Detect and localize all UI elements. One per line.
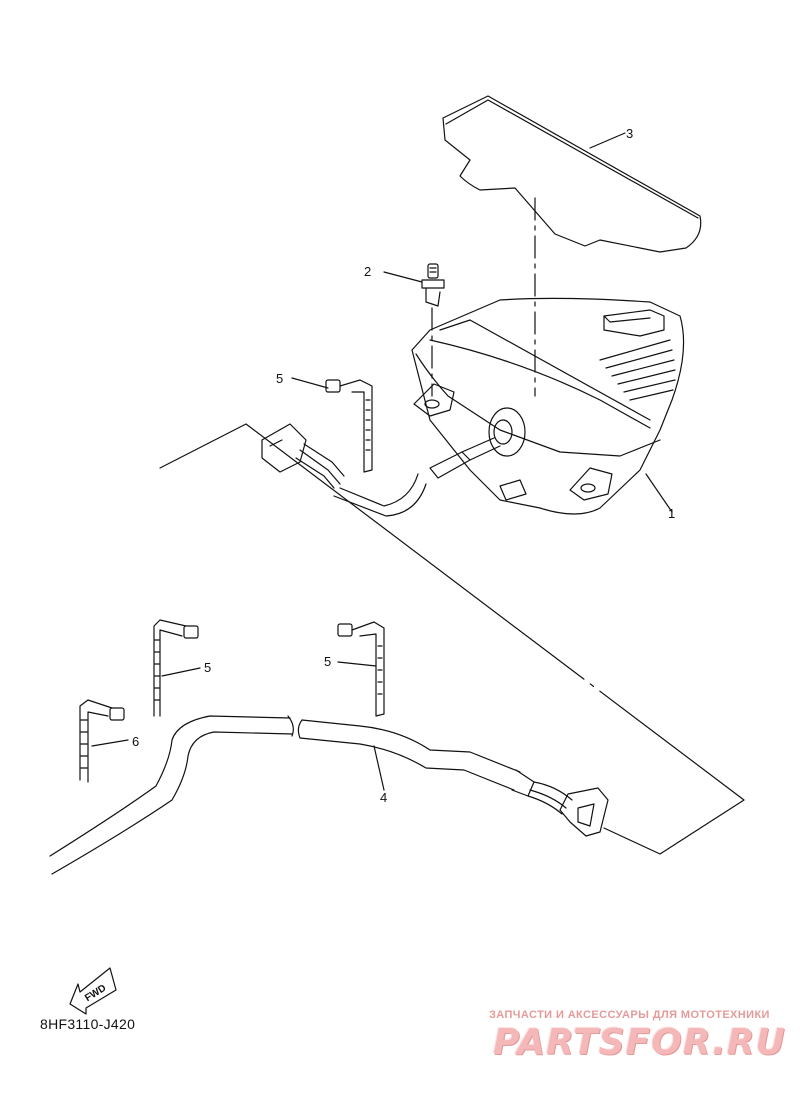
leader-5-left: [161, 667, 201, 677]
leader-5-upper: [291, 377, 329, 389]
callout-4: 4: [380, 790, 387, 805]
part-5-clip-left: [153, 619, 199, 717]
part-3-reflector-plate: [442, 95, 702, 253]
subassembly-frame: [159, 423, 745, 855]
lamp-lead-wire: [333, 451, 471, 517]
leader-3: [589, 132, 626, 149]
callout-6: 6: [132, 734, 139, 749]
watermark-tagline: ЗАПЧАСТИ И АКСЕССУАРЫ ДЛЯ МОТОТЕХНИКИ: [489, 1009, 770, 1021]
leader-5-right: [337, 661, 377, 667]
callout-5-upper: 5: [276, 371, 283, 386]
callout-3: 3: [626, 126, 633, 141]
part-5-clip-upper: [325, 379, 373, 473]
upper-connector: [261, 423, 345, 489]
lower-connector: [559, 787, 609, 837]
watermark-logo: PARTSFOR.RU: [493, 1022, 786, 1063]
callout-5-left: 5: [204, 660, 211, 675]
callout-5-right: 5: [324, 654, 331, 669]
leader-4: [373, 745, 385, 791]
callout-1: 1: [668, 506, 675, 521]
leader-1: [645, 473, 673, 513]
part-2-screw: [421, 263, 445, 307]
part-1-tail-light: [411, 297, 685, 515]
part-5-clip-right: [337, 621, 385, 717]
callout-2: 2: [364, 264, 371, 279]
diagram-code: 8HF3110-J420: [40, 1016, 136, 1032]
part-6-clip: [79, 699, 125, 783]
leader-6: [91, 739, 129, 747]
leader-2: [383, 271, 423, 283]
fwd-arrow-icon: [69, 967, 117, 1015]
part-4-wire-harness: [49, 715, 573, 875]
